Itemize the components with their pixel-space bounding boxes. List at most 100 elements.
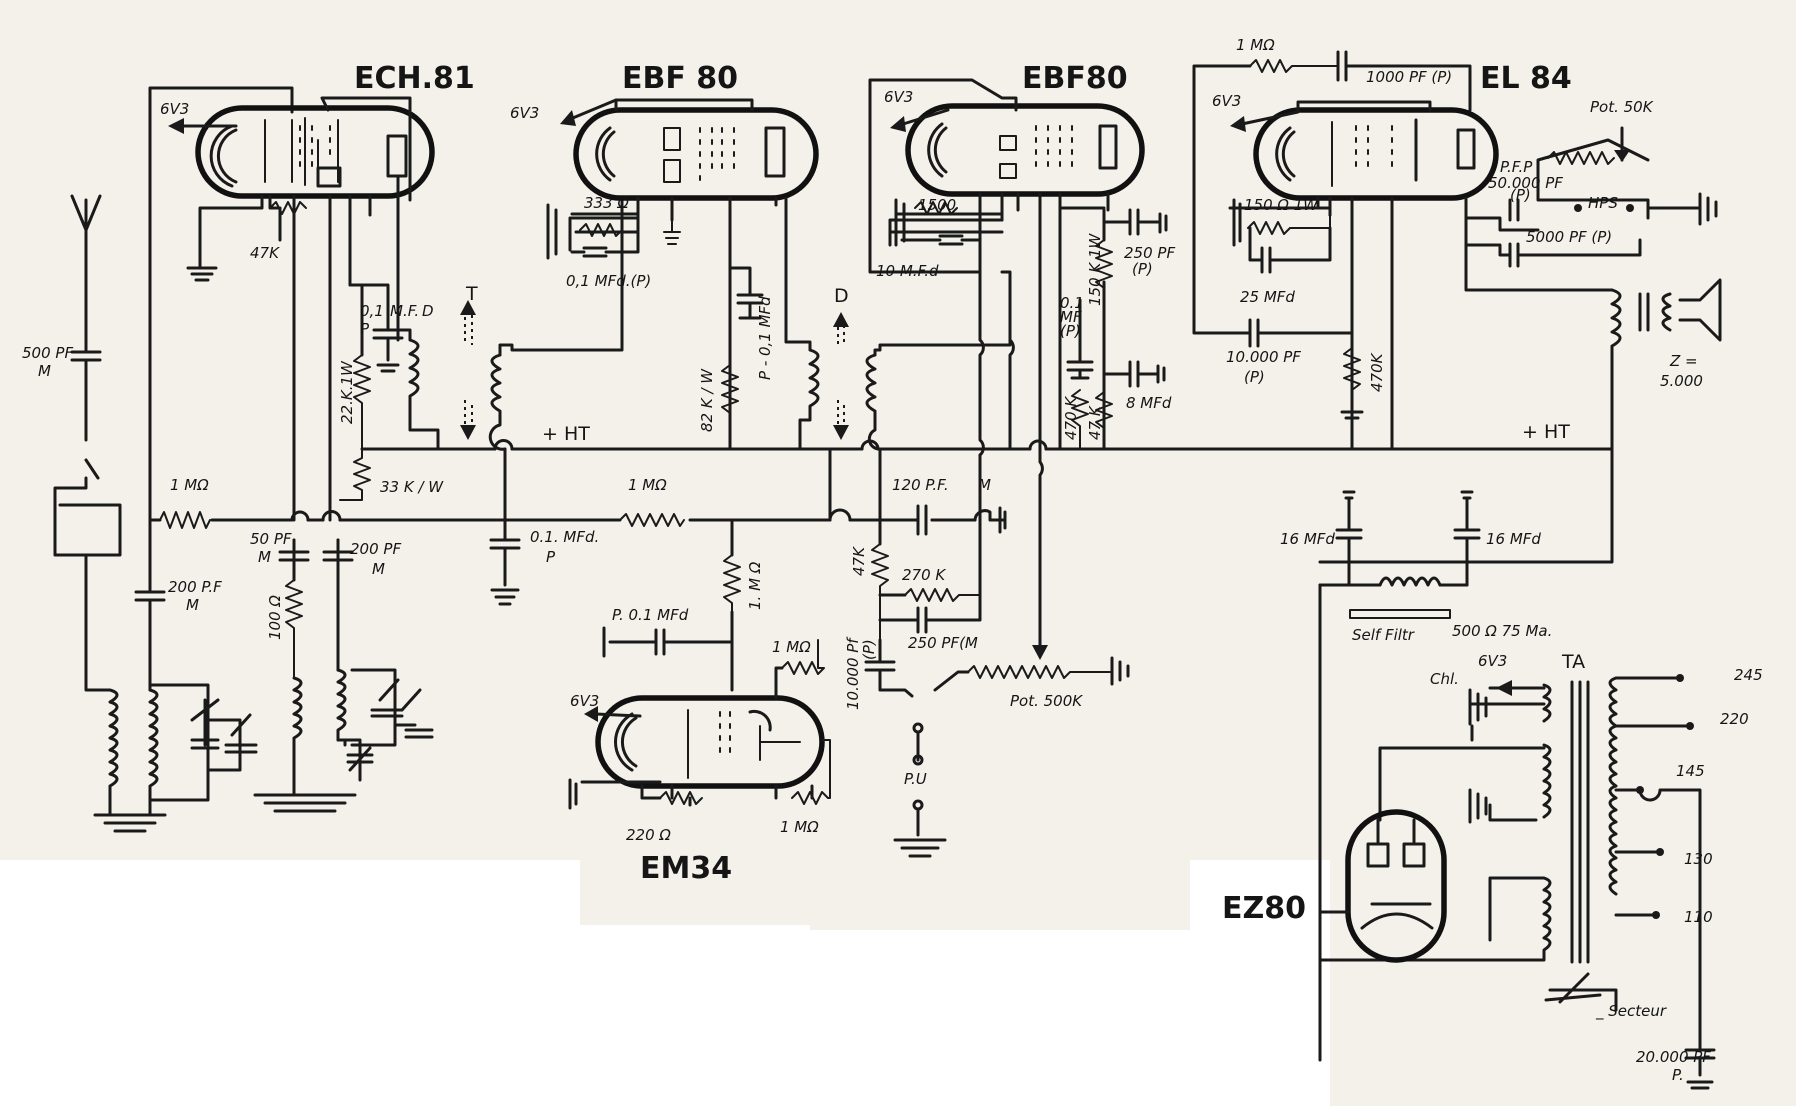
label-pot-500k: Pot. 500K bbox=[1010, 692, 1083, 710]
heater-label-pt: 6V3 bbox=[1478, 652, 1507, 670]
label-c-01mf-b: 0.1 bbox=[1060, 294, 1084, 312]
label-c-01mf-b-mf: MF bbox=[1060, 308, 1082, 326]
c-01mfd-ht bbox=[489, 450, 521, 606]
label-c-01mfd-ht-p: P bbox=[546, 548, 556, 566]
label-mf: M.F. bbox=[390, 302, 419, 320]
label-v130: 130 bbox=[1684, 850, 1713, 868]
label-c-01-p: P bbox=[360, 320, 370, 338]
self-filter bbox=[1318, 576, 1469, 619]
r-470k-a bbox=[1071, 389, 1089, 450]
if-transformer-1 bbox=[396, 198, 624, 454]
label-ez80: EZ80 bbox=[1222, 891, 1306, 926]
ta-label: TA bbox=[1561, 651, 1585, 673]
c-p01mfd-ebf bbox=[728, 266, 764, 320]
aerial-coil bbox=[84, 678, 119, 812]
label-c-01mfd-ht: 0.1. MFd. bbox=[530, 528, 599, 546]
c-120pf bbox=[910, 504, 1007, 536]
r-47k-ech bbox=[269, 201, 307, 215]
label-c-50000pf-p: (P) bbox=[1510, 186, 1531, 204]
tube-em34 bbox=[595, 695, 825, 807]
r-1m-em-r bbox=[774, 639, 825, 700]
label-secteur: _ Secteur bbox=[1595, 1002, 1667, 1021]
tube-ez80 bbox=[1318, 809, 1447, 963]
osc2-coil bbox=[292, 668, 434, 797]
r-100 bbox=[285, 579, 303, 679]
label-r-470k-a: 470 K bbox=[1062, 396, 1080, 440]
label-c-50000pf: 50.000 PF bbox=[1488, 174, 1563, 192]
r-1m-line bbox=[619, 513, 685, 527]
feedback-rc bbox=[1192, 50, 1472, 222]
ebf80a-heater-arrow bbox=[560, 98, 618, 126]
label-c-200pf-b: 200 P.F bbox=[168, 578, 222, 596]
label-c-16mfd-a: 16 MFd bbox=[1280, 530, 1335, 548]
label-el84: EL 84 bbox=[1480, 61, 1572, 96]
ht-right-label: + HT bbox=[1522, 421, 1570, 443]
label-c-200pf-b-m: M bbox=[186, 596, 199, 614]
label-c-10000pf-el: 10.000 PF bbox=[1226, 348, 1301, 366]
tube-ech81 bbox=[195, 96, 435, 270]
c-200pf-left bbox=[134, 518, 166, 692]
r-47k-b bbox=[871, 543, 889, 641]
c-10000pf-el bbox=[1192, 218, 1354, 348]
label-v245: 245 bbox=[1734, 666, 1763, 684]
el84-heater-arrow bbox=[1230, 110, 1300, 132]
label-r-33k: 33 K / W bbox=[380, 478, 444, 496]
label-v220: 220 bbox=[1720, 710, 1749, 728]
r-270k bbox=[878, 453, 982, 634]
r-47k-c bbox=[1095, 391, 1113, 429]
pot-500k bbox=[933, 656, 1130, 692]
pot-500k-wiper bbox=[1032, 447, 1048, 660]
label-v145: 145 bbox=[1676, 762, 1705, 780]
label-c-5000pf: 5000 PF (P) bbox=[1526, 228, 1612, 246]
antenna bbox=[70, 194, 102, 332]
r-1m-grid bbox=[159, 511, 211, 529]
label-r-220: 220 Ω bbox=[626, 826, 671, 844]
blank-patch bbox=[1190, 860, 1330, 1106]
label-ebf80-b: EBF80 bbox=[1022, 61, 1128, 96]
marker-d: D bbox=[834, 285, 849, 307]
ground-pt bbox=[1468, 688, 1488, 824]
label-c-16mfd-b: 16 MFd bbox=[1486, 530, 1541, 548]
label-c-10000pf-p: (P) bbox=[860, 639, 878, 660]
label-c-01mf-b-p: (P) bbox=[1060, 322, 1081, 340]
label-c-50pf-m: M bbox=[258, 548, 271, 566]
label-c-250pf-m: 250 PF(M bbox=[908, 634, 978, 652]
ground-left bbox=[93, 798, 167, 833]
label-c-200pf-a-m: M bbox=[372, 560, 385, 578]
heater-label-el84: 6V3 bbox=[1212, 92, 1241, 110]
r-470k-el bbox=[1340, 331, 1364, 420]
label-c-20000pf-p: P. bbox=[1672, 1066, 1684, 1084]
label-r-333: 333 Ω bbox=[584, 194, 629, 212]
label-c-120pf-m: M bbox=[978, 476, 991, 494]
label-r-150k: 150 K 1W bbox=[1086, 232, 1104, 306]
label-c-8mfd: 8 MFd bbox=[1126, 394, 1172, 412]
label-pot-50k: Pot. 50K bbox=[1590, 98, 1654, 116]
el84-cathode bbox=[1232, 198, 1332, 274]
ebf80a-cathode bbox=[546, 203, 681, 260]
label-d: D bbox=[422, 302, 434, 320]
label-c-01-mf: 0,1 bbox=[360, 302, 384, 320]
c-20000pf bbox=[1684, 1038, 1716, 1090]
ht-left-label: + HT bbox=[542, 423, 590, 445]
label-r-1m-line: 1 MΩ bbox=[628, 476, 667, 494]
marker-pu: P.U bbox=[904, 770, 927, 788]
label-c-10000pf-el-p: (P) bbox=[1244, 368, 1265, 386]
ech81-heater-arrow bbox=[168, 118, 238, 134]
r-82k bbox=[721, 364, 739, 414]
label-c-1000pf: 1000 PF (P) bbox=[1366, 68, 1452, 86]
ebf80b-heater-arrow bbox=[890, 108, 950, 132]
label-z-eq: Z = bbox=[1669, 352, 1698, 370]
label-c-20000pf: 20.000 PF bbox=[1636, 1048, 1711, 1066]
c-01-mf bbox=[360, 283, 404, 373]
label-c-120pf: 120 P.F. bbox=[892, 476, 949, 494]
blank-patch bbox=[0, 860, 580, 1106]
label-r-150-1w: 150 Ω 1W bbox=[1244, 196, 1319, 214]
label-hps: HPS bbox=[1588, 194, 1618, 212]
pu-input bbox=[893, 722, 947, 858]
label-c-50pf: 50 PF bbox=[250, 530, 292, 548]
blank-patch bbox=[580, 925, 810, 1106]
power-transformer bbox=[1318, 674, 1702, 1042]
c-16mfd-a bbox=[1318, 490, 1363, 1062]
label-r-47k-b: 47K bbox=[850, 546, 868, 576]
